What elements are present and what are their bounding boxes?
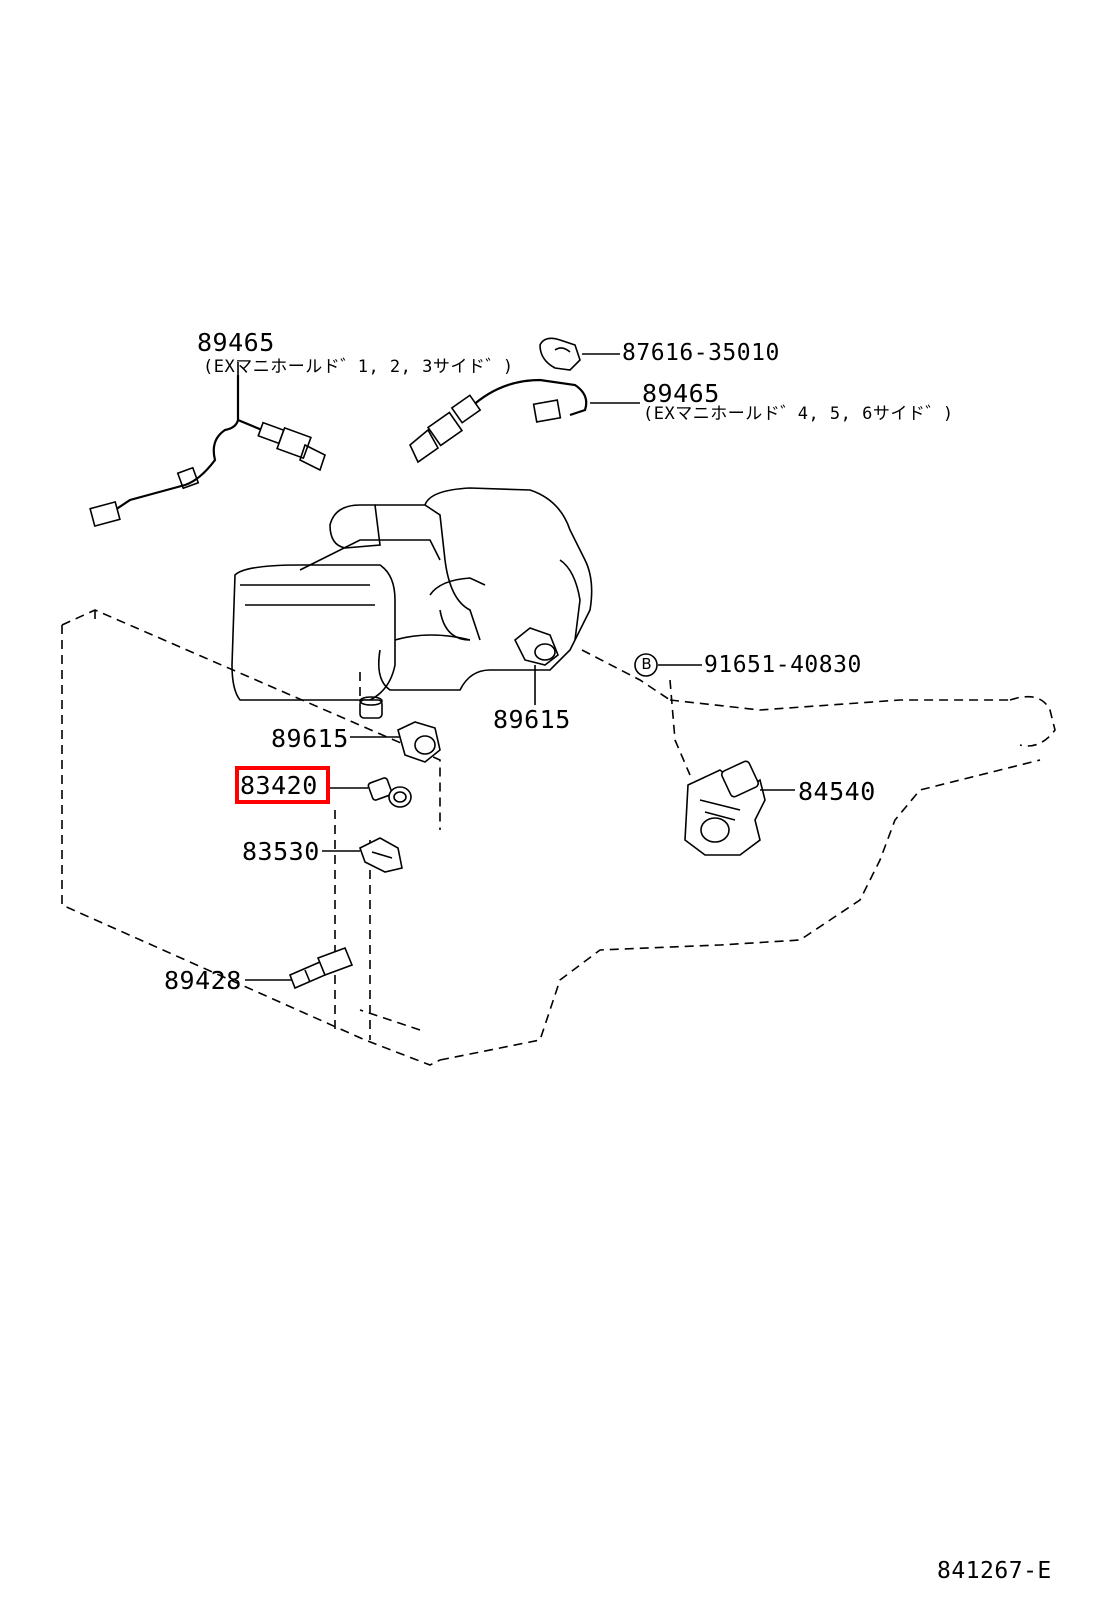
o2-sensor-right xyxy=(409,337,588,464)
highlight-box xyxy=(235,766,330,804)
part-number-knock-sensor-left[interactable]: 89615 xyxy=(271,724,349,753)
o2-sensor-right-note: (EXマニホールド゛4, 5, 6サイド゛) xyxy=(643,404,954,424)
part-number-o2-sensor-right[interactable]: 89465 xyxy=(642,379,720,408)
bolt-marker-circle xyxy=(634,653,658,677)
oil-pressure-switch xyxy=(367,777,412,808)
leader-lines xyxy=(237,353,795,981)
part-number-knock-sensor-right[interactable]: 89615 xyxy=(493,705,571,734)
part-number-coolant-temp-sensor[interactable]: 89428 xyxy=(164,966,242,995)
part-number-bolt[interactable]: 91651-40830 xyxy=(704,652,862,678)
knock-sensor-right xyxy=(513,627,559,705)
part-number-oil-pressure-switch[interactable]: 83420 xyxy=(240,771,318,800)
part-number-clamp[interactable]: 87616-35010 xyxy=(622,340,780,366)
o2-sensor-left xyxy=(89,375,326,528)
part-number-o2-sensor-left[interactable]: 89465 xyxy=(197,328,275,357)
throttle-sensor xyxy=(684,760,766,856)
part-number-throttle-sensor[interactable]: 84540 xyxy=(798,777,876,806)
water-temp-sender xyxy=(359,837,403,873)
o2-sensor-left-note: (EXマニホールド゛1, 2, 3サイド゛) xyxy=(203,357,514,377)
intake-assembly xyxy=(231,487,593,719)
knock-sensor-left xyxy=(397,721,441,763)
coolant-temp-sensor xyxy=(288,946,354,990)
bolt-marker-letter: B xyxy=(641,655,652,673)
diagram-code: 841267-E xyxy=(937,1558,1052,1584)
part-number-water-temp-sender[interactable]: 83530 xyxy=(242,837,320,866)
engine-block-outline xyxy=(61,609,1056,1066)
